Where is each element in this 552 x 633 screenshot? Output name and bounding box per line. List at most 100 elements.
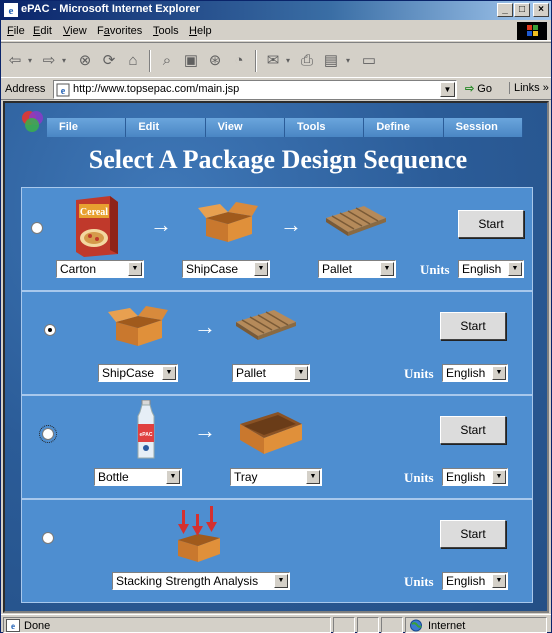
address-dropdown-icon[interactable]: ▼	[440, 82, 455, 97]
mail-dropdown-icon[interactable]: ▾	[285, 56, 290, 65]
menu-bar: File Edit View Favorites Tools Help	[1, 21, 551, 41]
sequence-panel-shipcase: → Start ShipCase▼ Pallet▼ Units English▼	[21, 291, 533, 395]
history-icon[interactable]: ◔	[234, 52, 244, 69]
maximize-button[interactable]: □	[514, 3, 530, 17]
print-icon[interactable]: ⎙	[300, 52, 313, 69]
chevron-down-icon: ▼	[492, 470, 506, 484]
chevron-down-icon: ▼	[254, 262, 268, 276]
page-title: Select A Package Design Sequence	[88, 145, 468, 174]
refresh-icon[interactable]: ⟳	[102, 52, 116, 69]
menu-tools[interactable]: Tools	[153, 25, 179, 37]
menu-favorites[interactable]: Favorites	[97, 25, 143, 37]
arrow-right-icon: →	[194, 418, 216, 443]
page-done-icon: e	[6, 619, 20, 632]
title-bar: e ePAC - Microsoft Internet Explorer _ □…	[1, 1, 551, 20]
shipcase-image	[198, 202, 258, 242]
toolbar: ⇦ ▾ ⇨ ▾ ⊗ ⟳ ⌂ ⌕ ▣ ⊛ ◔ ✉ ▾ ⎙ ▤ ▾ ▭	[1, 42, 551, 78]
svg-text:e: e	[11, 621, 15, 631]
pallet-image	[326, 206, 386, 236]
select-stacking-analysis[interactable]: Stacking Strength Analysis▼	[112, 572, 290, 590]
go-button[interactable]: ⇨ Go	[465, 83, 492, 95]
svg-text:e: e	[9, 5, 14, 17]
windows-logo-icon	[517, 22, 547, 40]
svg-text:e: e	[61, 86, 66, 97]
sequence-panel-bottle: ePAC → Start Bottle▼ Tray▼ Units English…	[21, 395, 533, 499]
menu-view[interactable]: View	[63, 25, 87, 37]
select-units-1[interactable]: English▼	[458, 260, 524, 278]
app-menu-bar: File Edit View Tools Define Session	[47, 118, 523, 137]
chevron-down-icon: ▼	[162, 366, 176, 380]
search-icon[interactable]: ⌕	[162, 52, 172, 69]
stacking-analysis-image	[178, 506, 220, 562]
minimize-button[interactable]: _	[497, 3, 513, 17]
app-menu-edit[interactable]: Edit	[126, 118, 206, 137]
sequence-panel-stacking: Start Stacking Strength Analysis▼ Units …	[21, 499, 533, 603]
mail-icon[interactable]: ✉	[266, 52, 280, 69]
units-label: Units	[404, 366, 434, 381]
media-icon[interactable]: ⊛	[208, 52, 222, 69]
back-dropdown-icon[interactable]: ▾	[27, 56, 32, 65]
select-tray[interactable]: Tray▼	[230, 468, 322, 486]
select-units-2[interactable]: English▼	[442, 364, 508, 382]
select-pallet[interactable]: Pallet▼	[318, 260, 396, 278]
home-icon[interactable]: ⌂	[128, 52, 138, 69]
menu-edit[interactable]: Edit	[33, 25, 52, 37]
status-bar: e Done Internet	[1, 614, 551, 633]
select-pallet[interactable]: Pallet▼	[232, 364, 310, 382]
bottle-label: ePAC	[140, 432, 153, 438]
menu-help[interactable]: Help	[189, 25, 212, 37]
favorites-icon[interactable]: ▣	[183, 52, 199, 69]
pallet-image	[236, 310, 296, 340]
start-button-2[interactable]: Start	[440, 312, 506, 340]
cereal-carton-image: Cereal	[76, 196, 118, 257]
app-menu-tools[interactable]: Tools	[284, 118, 365, 137]
close-button[interactable]: ×	[533, 3, 549, 17]
edit-page-icon[interactable]: ▤	[323, 52, 339, 69]
start-button-3[interactable]: Start	[440, 416, 506, 444]
discuss-icon[interactable]: ▭	[361, 52, 377, 69]
start-button-4[interactable]: Start	[440, 520, 506, 548]
menu-file[interactable]: File	[7, 25, 25, 37]
epac-logo-icon	[22, 111, 43, 132]
edit-dropdown-icon[interactable]: ▾	[345, 56, 350, 65]
tray-image	[240, 412, 302, 454]
select-shipcase[interactable]: ShipCase▼	[98, 364, 178, 382]
select-shipcase[interactable]: ShipCase▼	[182, 260, 270, 278]
forward-icon[interactable]: ⇨	[42, 52, 56, 69]
chevron-down-icon: ▼	[306, 470, 320, 484]
chevron-down-icon: ▼	[492, 574, 506, 588]
stop-icon[interactable]: ⊗	[78, 52, 92, 69]
app-menu-view[interactable]: View	[205, 118, 285, 137]
select-units-3[interactable]: English▼	[442, 468, 508, 486]
chevron-down-icon: ▼	[492, 366, 506, 380]
sequence-radio-2[interactable]	[44, 324, 56, 336]
app-menu-file[interactable]: File	[47, 118, 127, 137]
chevron-down-icon: ▼	[508, 262, 522, 276]
sequence-radio-1[interactable]	[31, 222, 43, 234]
carton-label: Cereal	[80, 207, 108, 218]
address-input[interactable]: e http://www.topsepac.com/main.jsp ▼	[53, 80, 457, 99]
bottle-image: ePAC	[137, 400, 155, 459]
units-label: Units	[404, 470, 434, 485]
back-icon[interactable]: ⇦	[8, 52, 22, 69]
sequence-panel-carton: Cereal → →	[21, 187, 533, 291]
status-zone-cell: Internet	[405, 617, 547, 633]
chevron-down-icon: ▼	[128, 262, 142, 276]
sequence-radio-3[interactable]	[39, 425, 57, 443]
ie-icon: e	[4, 3, 18, 17]
select-carton[interactable]: Carton▼	[56, 260, 144, 278]
sequence-radio-4[interactable]	[42, 532, 54, 544]
arrow-right-icon: →	[150, 212, 172, 237]
status-text: Done	[24, 620, 51, 632]
arrow-right-icon: →	[280, 212, 302, 237]
links-button[interactable]: Links »	[509, 82, 549, 94]
forward-dropdown-icon[interactable]: ▾	[61, 56, 66, 65]
select-bottle[interactable]: Bottle▼	[94, 468, 182, 486]
select-units-4[interactable]: English▼	[442, 572, 508, 590]
start-button-1[interactable]: Start	[458, 210, 524, 238]
globe-icon	[410, 619, 422, 632]
address-label: Address	[5, 83, 46, 95]
units-label: Units	[404, 574, 434, 589]
app-menu-define[interactable]: Define	[364, 118, 444, 137]
app-menu-session[interactable]: Session	[443, 118, 523, 137]
